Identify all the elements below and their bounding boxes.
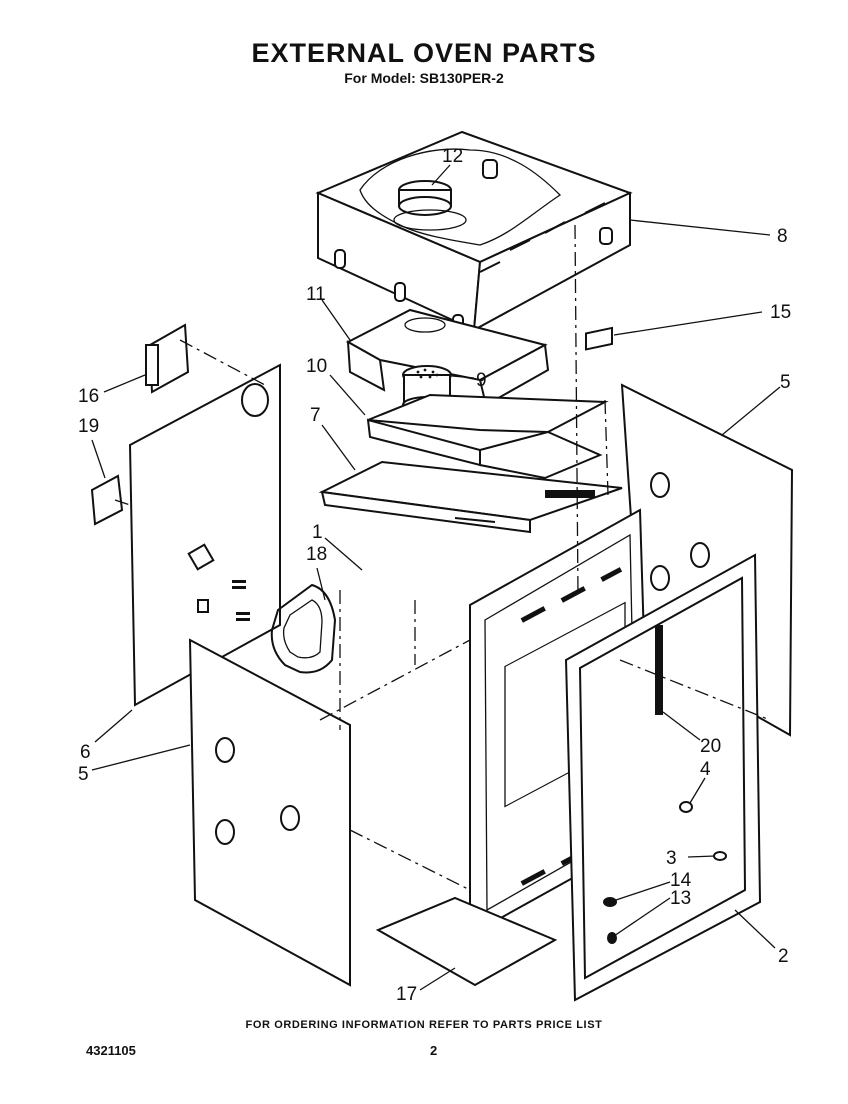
- small-brackets: [90, 323, 190, 526]
- callout-5-left: 5: [78, 764, 89, 785]
- callout-9: 9: [476, 370, 487, 391]
- callout-10: 10: [306, 356, 327, 377]
- callout-16: 16: [78, 386, 99, 407]
- callout-11: 11: [306, 284, 326, 305]
- callout-19: 19: [78, 416, 99, 437]
- left-side-panel-rear: [128, 363, 281, 707]
- callout-1: 1: [312, 522, 323, 543]
- page-number: 2: [430, 1043, 438, 1058]
- callout-8: 8: [777, 226, 788, 247]
- callout-5-right: 5: [780, 372, 791, 393]
- callout-6: 6: [80, 742, 91, 763]
- callout-18: 18: [306, 544, 327, 565]
- callout-17: 17: [396, 984, 417, 1005]
- callout-labels: 12 8 11 15 10 9 5 16 7 19 1 18 20 6 5 4 …: [78, 146, 791, 1005]
- callout-4: 4: [700, 759, 711, 780]
- callout-15: 15: [770, 302, 791, 323]
- leader-lines: [91, 164, 781, 991]
- bottom-tray-part: [375, 896, 558, 987]
- callout-13: 13: [670, 888, 691, 909]
- door-frame-part: [564, 553, 762, 1002]
- assembly-lines: [114, 224, 771, 891]
- callout-14: 14: [670, 870, 692, 891]
- inner-baffle-parts: [318, 308, 623, 534]
- callout-2: 2: [778, 946, 789, 967]
- page-title: EXTERNAL OVEN PARTS: [251, 38, 597, 68]
- callout-7: 7: [310, 405, 321, 426]
- callout-3: 3: [666, 848, 677, 869]
- document-number: 4321105: [86, 1043, 136, 1058]
- left-side-panel-front: [188, 638, 351, 987]
- top-housing-part: [315, 130, 633, 334]
- ordering-note: FOR ORDERING INFORMATION REFER TO PARTS …: [245, 1019, 603, 1031]
- callout-12: 12: [442, 146, 463, 167]
- gasket-part: [270, 583, 337, 674]
- model-subtitle: For Model: SB130PER-2: [344, 70, 504, 86]
- callout-20: 20: [700, 736, 721, 757]
